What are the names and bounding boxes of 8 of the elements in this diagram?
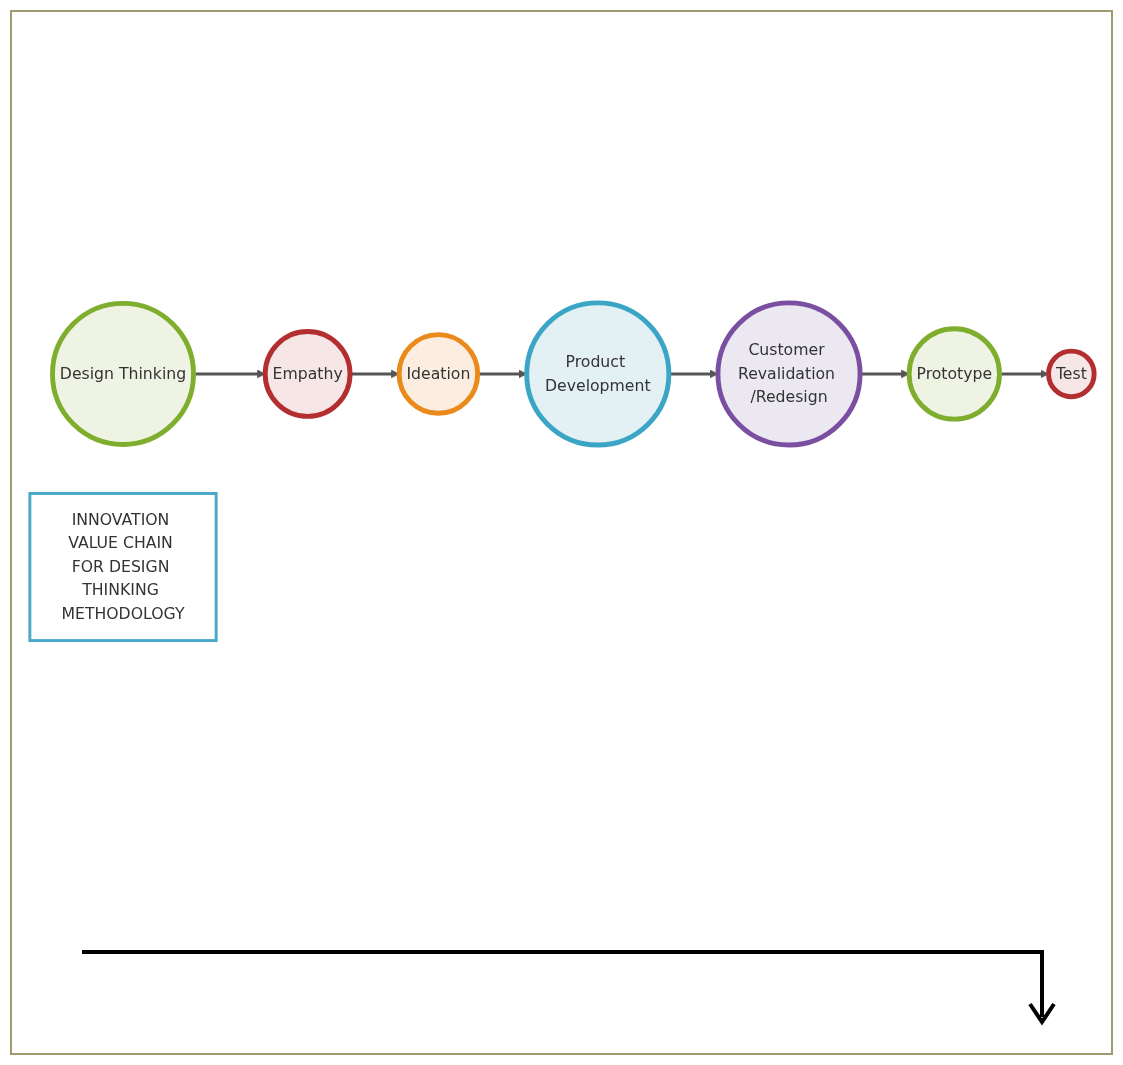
- node-circle: Product Development: [524, 300, 672, 448]
- node-circle: Test: [1046, 348, 1097, 400]
- node-circle: Customer Revalidation /Redesign: [715, 300, 863, 448]
- node-circle: Ideation: [396, 332, 481, 416]
- node-circle: Prototype: [906, 326, 1002, 422]
- node-box: INNOVATION VALUE CHAIN FOR DESIGN THINKING METHODOLOGY: [28, 492, 218, 643]
- node-circle: Design Thinking: [50, 301, 196, 448]
- node-circle: Empathy: [262, 329, 353, 420]
